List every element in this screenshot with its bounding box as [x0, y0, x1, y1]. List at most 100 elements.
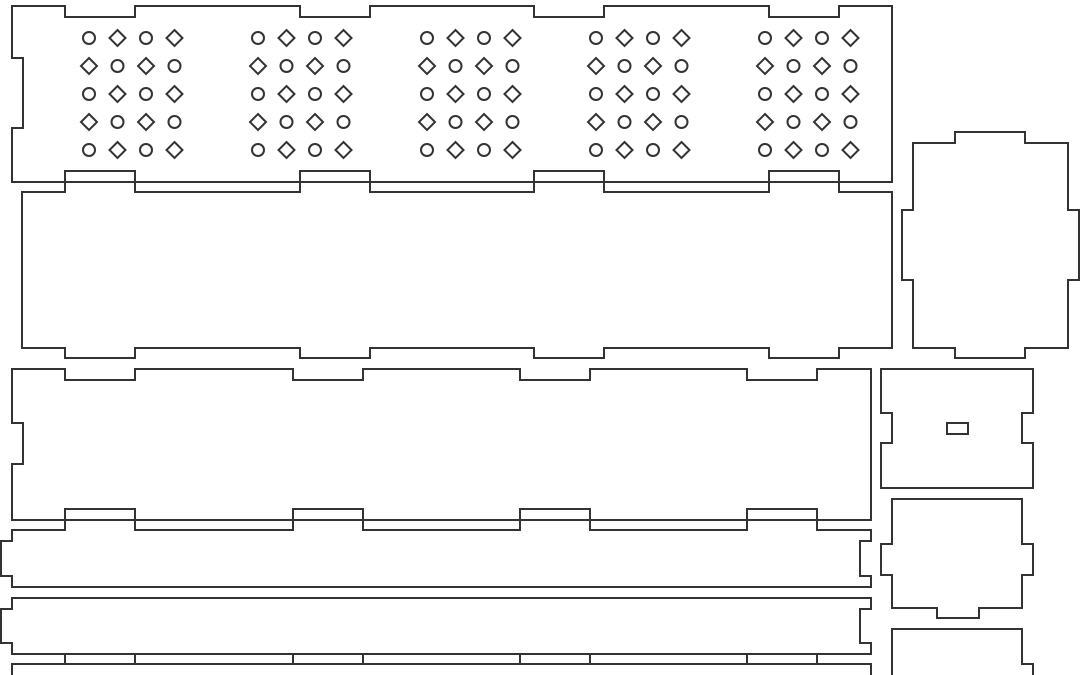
diamond-hole [165, 28, 184, 48]
diamond-hole [248, 112, 268, 132]
circle-hole [448, 115, 463, 129]
diamond-hole [841, 84, 860, 104]
circle-hole [786, 59, 801, 73]
circle-hole [646, 31, 660, 45]
diamond-hole [643, 56, 663, 76]
diamond-hole [755, 56, 775, 76]
narrow-strip-upper [0, 519, 872, 588]
circle-hole [139, 31, 153, 45]
circle-hole [477, 87, 491, 101]
circle-hole [279, 115, 294, 129]
circle-hole [505, 115, 520, 129]
end-panel-small [880, 498, 1034, 619]
diamond-hole [165, 140, 184, 160]
circle-hole [758, 31, 772, 45]
diamond-hole [586, 112, 606, 132]
circle-hole [589, 31, 603, 45]
circle-hole [167, 115, 182, 129]
circle-hole [420, 143, 434, 157]
diamond-hole [784, 140, 803, 160]
circle-hole [448, 59, 463, 73]
circle-hole [815, 143, 829, 157]
top-panel-with-hole-grid [11, 5, 893, 183]
diamond-hole [615, 28, 634, 48]
circle-hole [815, 31, 829, 45]
panel-outlines [0, 5, 1080, 675]
diamond-hole [672, 28, 691, 48]
circle-hole [674, 59, 689, 73]
diamond-hole [334, 84, 353, 104]
circle-hole [589, 143, 603, 157]
diamond-hole [474, 56, 494, 76]
end-panel-large [901, 131, 1080, 359]
diamond-hole [277, 84, 296, 104]
diamond-hole [305, 56, 325, 76]
diamond-hole [136, 56, 156, 76]
diamond-hole [503, 140, 522, 160]
diamond-hole [812, 112, 832, 132]
diamond-hole [446, 28, 465, 48]
diamond-hole [108, 84, 127, 104]
diamond-hole [474, 112, 494, 132]
diamond-hole [446, 140, 465, 160]
circle-hole [646, 87, 660, 101]
diamond-hole [841, 28, 860, 48]
diamond-hole [784, 84, 803, 104]
slot-cutout [946, 422, 969, 435]
circle-hole [336, 115, 351, 129]
diamond-hole [784, 28, 803, 48]
diamond-hole [503, 28, 522, 48]
circle-hole [167, 59, 182, 73]
circle-hole [251, 87, 265, 101]
circle-hole [843, 115, 858, 129]
diamond-hole [334, 28, 353, 48]
diamond-hole [643, 112, 663, 132]
circle-hole [308, 143, 322, 157]
circle-hole [646, 143, 660, 157]
circle-hole [336, 59, 351, 73]
diamond-hole [586, 56, 606, 76]
diamond-hole [755, 112, 775, 132]
end-panel-with-slot [880, 368, 1034, 489]
circle-hole [308, 31, 322, 45]
circle-hole [139, 87, 153, 101]
diamond-hole [417, 112, 437, 132]
end-panel-bottom-cut-off [891, 628, 1034, 675]
circle-hole [758, 87, 772, 101]
circle-hole [251, 143, 265, 157]
long-side-panel-upper [21, 181, 893, 359]
diamond-hole [841, 140, 860, 160]
circle-hole [82, 87, 96, 101]
diamond-hole [277, 140, 296, 160]
diamond-hole [503, 84, 522, 104]
circle-hole [477, 31, 491, 45]
circle-hole [139, 143, 153, 157]
circle-hole [251, 31, 265, 45]
diamond-hole [812, 56, 832, 76]
diamond-hole [615, 84, 634, 104]
circle-hole [617, 115, 632, 129]
circle-hole [279, 59, 294, 73]
circle-hole [110, 115, 125, 129]
diamond-hole [79, 56, 99, 76]
bottom-cut-off-panel [11, 653, 872, 675]
circle-hole [589, 87, 603, 101]
diamond-hole [79, 112, 99, 132]
diamond-hole [672, 84, 691, 104]
long-side-panel-lower [11, 368, 872, 521]
circle-hole [477, 143, 491, 157]
circle-hole [505, 59, 520, 73]
diamond-hole [305, 112, 325, 132]
circle-hole [786, 115, 801, 129]
diamond-hole [417, 56, 437, 76]
circle-hole [82, 31, 96, 45]
circle-hole [843, 59, 858, 73]
circle-hole [674, 115, 689, 129]
circle-hole [110, 59, 125, 73]
diamond-hole [446, 84, 465, 104]
circle-hole [758, 143, 772, 157]
diamond-hole [615, 140, 634, 160]
circle-hole [82, 143, 96, 157]
circle-hole [420, 87, 434, 101]
